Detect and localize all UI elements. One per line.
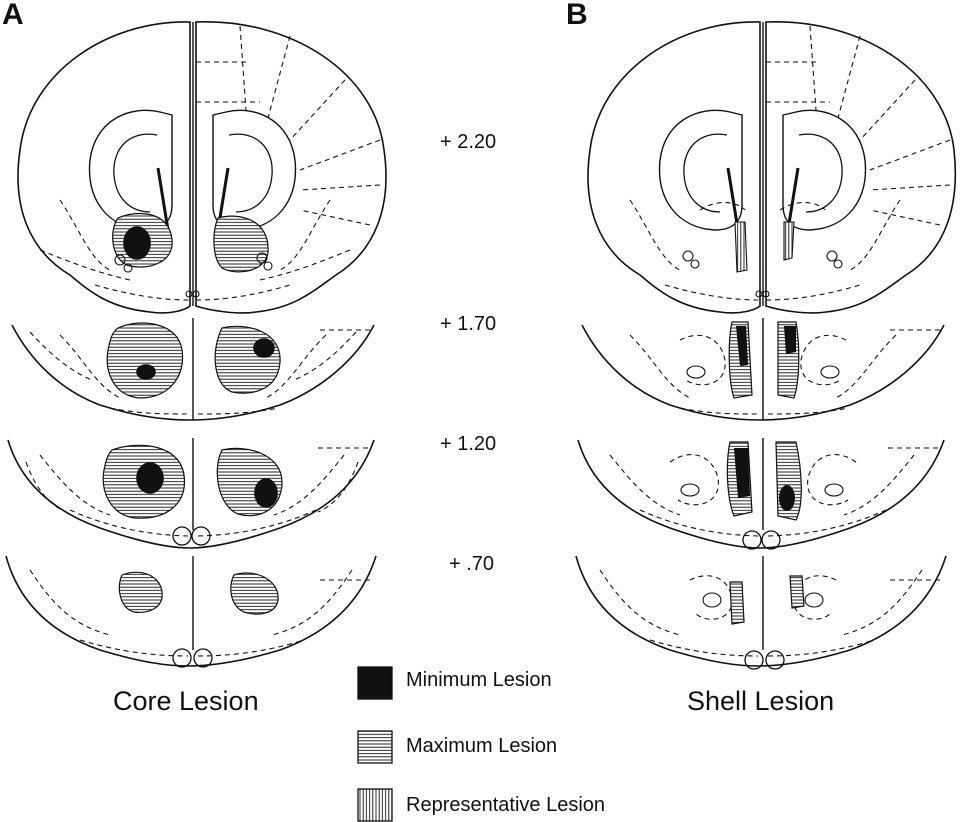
legend-label-minimum: Minimum Lesion — [406, 669, 552, 691]
legend-swatches — [357, 666, 393, 822]
coordinate-label-3: + 1.20 — [440, 433, 497, 455]
core-section-1-20 — [7, 438, 375, 549]
legend-swatch-maximum — [357, 730, 393, 764]
shell-section-2-20 — [587, 21, 957, 314]
panel-b-sections — [575, 21, 957, 670]
shell-section-1-70 — [581, 318, 945, 421]
core-section-2-20 — [17, 21, 387, 314]
shell-section-0-70 — [575, 555, 947, 670]
core-section-1-70 — [11, 318, 375, 421]
legend-label-maximum: Maximum Lesion — [406, 735, 558, 757]
panel-label-a: A — [2, 0, 24, 31]
shell-section-1-20 — [577, 438, 945, 550]
panel-a-sections — [5, 21, 387, 668]
coordinate-label-4: + .70 — [449, 553, 495, 575]
legend-label-representative: Representative Lesion — [406, 794, 606, 816]
core-section-0-70 — [5, 555, 377, 668]
coordinate-label-2: + 1.70 — [440, 313, 497, 335]
panel-label-b: B — [566, 0, 588, 31]
panel-caption-core: Core Lesion — [113, 686, 259, 716]
legend-swatch-representative — [357, 788, 393, 822]
coordinate-label-1: + 2.20 — [440, 131, 497, 153]
legend-swatch-minimum — [357, 666, 393, 700]
panel-caption-shell: Shell Lesion — [687, 686, 835, 716]
